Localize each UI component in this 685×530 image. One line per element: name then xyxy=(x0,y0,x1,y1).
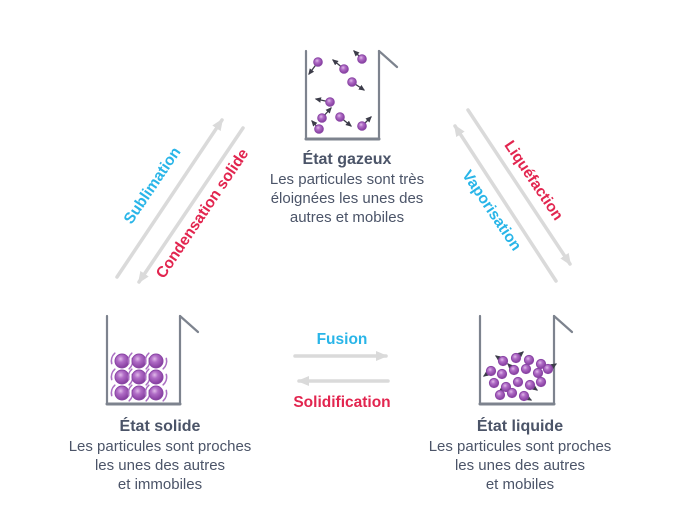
solidification-label: Solidification xyxy=(293,394,391,411)
liquid-beaker xyxy=(478,314,574,406)
solid-state-desc-line: et immobiles xyxy=(117,476,203,493)
gas-particles xyxy=(308,50,372,134)
liquid-state-desc-line: les unes des autres xyxy=(454,457,586,474)
solid-state-desc-line: Les particules sont proches xyxy=(68,438,252,455)
solid-particles xyxy=(110,352,168,402)
gas-state-title: État gazeux xyxy=(302,151,392,168)
gas-state-label: État gazeux Les particules sont très élo… xyxy=(227,150,467,227)
liquid-state-desc-line: et mobiles xyxy=(485,476,555,493)
solid-state-label: État solide Les particules sont proches … xyxy=(40,417,280,494)
solid-state-desc-line: les unes des autres xyxy=(94,457,226,474)
liquid-particles xyxy=(483,351,558,402)
transition-arrows xyxy=(115,108,572,386)
condensation-solide-arrow xyxy=(137,126,245,284)
solid-beaker xyxy=(105,314,200,406)
solid-state-title: État solide xyxy=(119,418,201,435)
gas-beaker xyxy=(304,49,399,141)
liquid-state-label: État liquide Les particules sont proches… xyxy=(400,417,640,494)
sublimation-arrow xyxy=(115,118,224,279)
gas-state-desc-line: autres et mobiles xyxy=(289,209,405,226)
liquid-state-title: État liquide xyxy=(476,418,564,435)
fusion-label: Fusion xyxy=(316,331,368,348)
gas-state-desc-line: éloignées les unes des xyxy=(270,190,424,207)
liquefaction-arrow xyxy=(466,108,572,266)
gas-state-desc-line: Les particules sont très xyxy=(269,171,425,188)
liquid-state-desc-line: Les particules sont proches xyxy=(428,438,612,455)
vaporisation-arrow xyxy=(453,124,558,283)
